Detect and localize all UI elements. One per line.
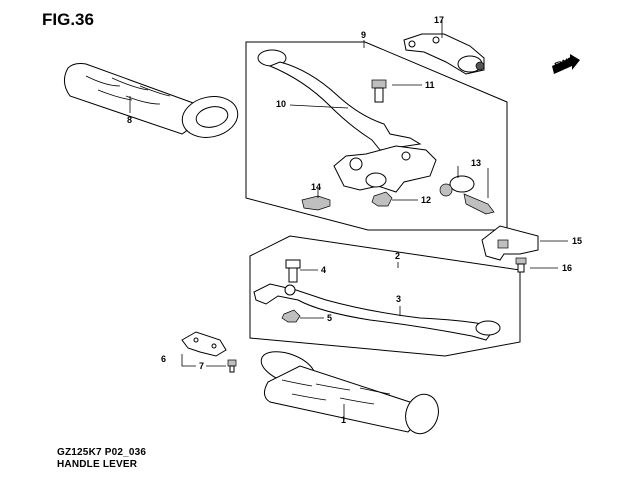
callout-8: 8 <box>127 115 132 125</box>
brake-switch[interactable] <box>181 331 227 357</box>
callout-16: 16 <box>562 263 572 273</box>
callout-17: 17 <box>434 15 444 25</box>
callout-13: 13 <box>471 158 481 168</box>
assembly-box-2 <box>249 235 521 357</box>
nut[interactable] <box>371 191 393 207</box>
pivot-bolt[interactable] <box>371 79 387 103</box>
switch-screw[interactable] <box>515 257 527 273</box>
lever-switch[interactable] <box>481 225 539 261</box>
callout-7: 7 <box>199 361 204 371</box>
callout-14: 14 <box>311 182 321 192</box>
lower-pivot-bolt[interactable] <box>285 259 301 283</box>
holder-bolt[interactable] <box>301 195 331 211</box>
callout-5: 5 <box>327 313 332 323</box>
callout-labels: 1 2 3 4 5 6 7 8 9 10 11 12 13 14 15 16 1… <box>127 15 582 425</box>
callout-10: 10 <box>276 99 286 109</box>
lower-nut[interactable] <box>281 309 301 323</box>
callout-9: 9 <box>361 30 366 40</box>
leader-lines <box>129 20 568 420</box>
callout-6: 6 <box>161 354 166 364</box>
brake-lever[interactable] <box>253 283 501 341</box>
adjuster[interactable] <box>439 175 495 215</box>
switch-bracket[interactable] <box>403 33 485 75</box>
callout-12: 12 <box>421 195 431 205</box>
lever-holder[interactable] <box>333 145 437 193</box>
callout-11: 11 <box>425 80 435 90</box>
callout-2: 2 <box>395 251 400 261</box>
callout-1: 1 <box>341 415 346 425</box>
fwd-arrow-icon: FWD <box>552 54 580 74</box>
diagram-name: HANDLE LEVER <box>57 459 138 470</box>
clutch-lever-upper[interactable] <box>257 49 422 151</box>
diagram-code: GZ125K7 P02_036 <box>57 447 147 458</box>
callout-4: 4 <box>321 265 326 275</box>
callout-15: 15 <box>572 236 582 246</box>
figure-title: FIG.36 <box>42 10 94 29</box>
brake-switch-screw[interactable] <box>227 359 237 373</box>
callout-3: 3 <box>396 294 401 304</box>
left-grip[interactable] <box>64 63 241 143</box>
throttle-grip[interactable] <box>257 345 443 438</box>
